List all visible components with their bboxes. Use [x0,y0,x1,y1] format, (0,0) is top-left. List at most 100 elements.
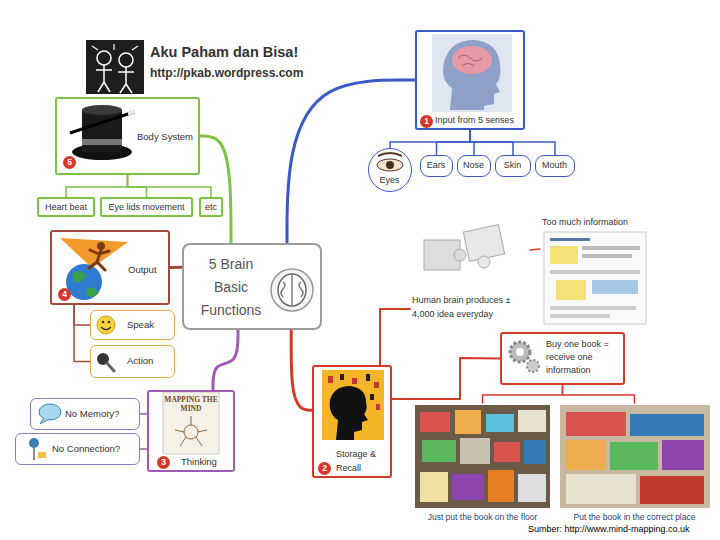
branch-connector [200,136,231,243]
node-label: Output [128,264,168,276]
logo-picture [96,65,112,92]
branch-box: Storage & Recall2 [312,365,392,478]
branch-connector [437,130,471,155]
eye-picture [378,153,402,156]
node-label: etc [201,202,221,213]
node-label: Human brain produces ± 4,000 idea everyd… [412,294,528,321]
information-sheet-picture [550,314,610,318]
books-floor-photo [452,474,484,500]
eye-picture [377,159,403,171]
branch-connector [66,175,128,197]
brain-icon [271,269,313,311]
logo-picture [86,40,144,94]
gear-icon [516,348,524,356]
leaf-bubble: Mouth [535,155,575,177]
books-shelf-photo [566,440,606,470]
head-letters-picture [352,378,357,384]
leaf-box: Action [90,345,175,378]
node-label: Eye lids movement [102,202,191,213]
logo-picture [86,40,144,94]
logo-picture [92,44,138,50]
information-sheet-picture [550,306,636,310]
books-shelf-photo [630,414,704,436]
books-floor-photo [494,442,520,462]
puzzle-picture [478,256,490,268]
idea-note: Too much information [540,215,648,328]
node-label: Buy one book = receive one information [546,338,622,377]
eye-picture [377,153,403,171]
leaf-box: Eye lids movement [100,197,193,217]
information-sheet-picture [592,280,638,294]
head-letters-picture [322,370,384,440]
books-floor-photo [518,410,546,432]
books-shelf-photo [640,476,704,504]
brain-scan-picture [458,55,482,66]
branch-box: Output4 [50,230,170,305]
leaf-box: Heart beat [37,197,95,217]
information-sheet-picture [582,246,640,250]
smiley-icon [108,321,111,324]
puzzle-picture [424,225,505,270]
leaf-box: No Connection? [15,433,140,465]
head-letters-picture [322,370,384,440]
node-label: Just put the book on the floor [410,512,555,523]
earth-runner-picture [72,271,98,297]
brain-scan-picture [432,34,512,112]
pin-icon [38,452,46,458]
node-label: Eyes [369,175,410,186]
node-label: No Memory? [65,408,137,420]
books-shelf-photo [560,405,710,508]
branch-connector [392,358,500,399]
branch-connector [128,175,147,197]
head-letters-picture [366,374,370,381]
books-floor-photo [518,474,546,502]
books-floor-photo [420,412,450,432]
head-letters-picture [330,386,368,440]
books-floor-photo [486,414,514,432]
branch-connector [140,413,147,415]
branch-box: MAPPING THE MINDThinking3 [147,390,235,472]
node-label: Input from 5 senses [435,115,525,126]
branch-connector [74,305,90,325]
top-hat-picture [128,111,136,114]
idea-note: Human brain produces ± 4,000 idea everyd… [410,218,530,325]
book-cover-picture [175,416,207,446]
top-hat-picture [82,139,122,145]
books-shelf-photo [566,474,636,504]
central-topic: 5 Brain Basic Functions [182,243,322,330]
node-label: Speak [127,319,172,331]
smiley-icon [101,327,111,330]
books-shelf-photo [662,440,704,470]
branch-connector [128,175,212,197]
node-label: Body System [137,131,199,143]
top-hat-picture [70,105,136,160]
books-shelf-photo [566,412,626,436]
node-label: MAPPING THE MIND [163,395,219,414]
information-sheet-picture [550,246,578,264]
book-cover-picture [163,392,219,454]
branch-connector [530,249,540,250]
callout-number: 1 [420,115,433,128]
brain-icon [281,275,303,305]
branch-connector [380,309,410,365]
books-floor-photo [455,410,481,434]
head-letters-picture [376,404,380,410]
speech-bubble-icon [40,418,49,424]
node-label: 5 Brain Basic Functions [190,253,272,322]
brain-scan-picture [443,40,501,110]
information-sheet-picture [556,280,586,300]
top-hat-picture [82,110,122,152]
callout-number: 5 [63,156,76,169]
photo-node: Put the book in the correct place [557,403,712,525]
leaf-bubble: Skin [495,155,531,177]
earth-runner-picture [89,250,109,270]
books-floor-photo [524,440,546,464]
smiley-icon [102,321,105,324]
branch-connector [287,80,415,243]
brain-scan-picture [432,34,512,112]
head-letters-picture [374,382,379,388]
magnifier-icon [107,363,114,371]
books-floor-photo [415,405,550,508]
logo-picture [119,53,133,67]
node-label: Skin [496,160,529,171]
